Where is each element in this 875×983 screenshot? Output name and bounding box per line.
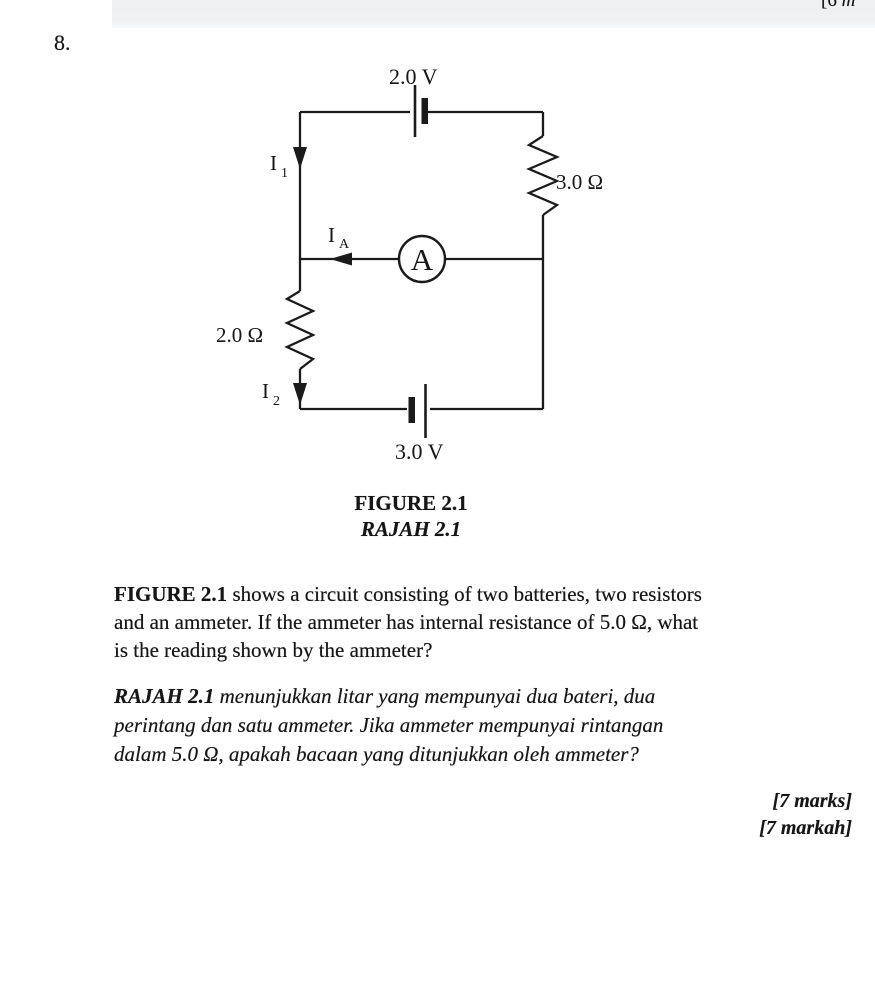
question-number: 8.	[54, 30, 71, 55]
current-i1-arrow	[293, 147, 307, 169]
current-ia-arrow	[330, 252, 352, 266]
ammeter-circle	[397, 234, 447, 284]
top-battery-short-plate	[421, 98, 428, 124]
ia-base: I	[328, 223, 335, 247]
bottom-battery-symbol	[408, 384, 427, 438]
previous-question-marks-fragment: [6 m	[821, 0, 855, 12]
marks-fragment-bracket: [6	[821, 0, 842, 11]
question-en-line2: and an ammeter. If the ammeter has inter…	[114, 610, 699, 634]
i1-base: I	[270, 151, 277, 175]
ia-subscript: A	[339, 237, 350, 252]
top-battery-voltage-label: 2.0 V	[389, 64, 438, 89]
marks-malay: [7 markah]	[759, 817, 852, 839]
i1-subscript: 1	[281, 166, 288, 181]
i2-base: I	[262, 379, 269, 403]
question-ms-line2: perintang dan satu ammeter. Jika ammeter…	[114, 713, 664, 737]
previous-question-scan-band	[112, 0, 875, 28]
current-i2-arrow	[293, 383, 307, 405]
question-ms-line1: RAJAH 2.1 menunjukkan litar yang mempuny…	[114, 682, 859, 711]
question-text-english: FIGURE 2.1 shows a circuit consisting of…	[114, 580, 859, 664]
ammeter-letter: A	[411, 242, 434, 277]
marks-allocation: [7 marks] [7 markah]	[759, 788, 852, 842]
marks-fragment-letter: m	[841, 0, 856, 11]
ammeter-symbol: A	[397, 234, 447, 284]
question-en-line3: is the reading shown by the ammeter?	[114, 638, 433, 662]
current-i1-label: I 1	[270, 151, 288, 181]
i2-subscript: 2	[273, 394, 280, 409]
current-ia-label: I A	[328, 223, 350, 252]
figure-caption: FIGURE 2.1 RAJAH 2.1	[261, 490, 561, 542]
bottom-battery-voltage-label: 3.0 V	[395, 439, 444, 464]
current-i2-label: I 2	[262, 379, 280, 409]
question-ms-figure-ref: RAJAH 2.1	[114, 684, 215, 708]
question-en-figure-ref: FIGURE 2.1	[114, 582, 228, 606]
figure-caption-ms: RAJAH 2.1	[360, 517, 462, 541]
top-battery-symbol	[413, 85, 428, 137]
marks-english: [7 marks]	[772, 790, 852, 812]
left-resistor-symbol	[284, 290, 316, 370]
circuit-diagram: A 2.0 V 3.0 Ω 2.0 Ω 3.0 V I 1 I A I 2	[216, 64, 603, 464]
bottom-battery-short-plate	[408, 397, 415, 423]
question-text-malay: RAJAH 2.1 menunjukkan litar yang mempuny…	[114, 682, 859, 769]
figure-caption-en: FIGURE 2.1	[354, 491, 468, 515]
question-en-line1-rest: shows a circuit consisting of two batter…	[227, 582, 702, 606]
right-resistor-symbol	[526, 135, 560, 216]
right-resistor-value-label: 3.0 Ω	[556, 170, 603, 194]
left-resistor-value-label: 2.0 Ω	[216, 323, 263, 347]
question-ms-line3: dalam 5.0 Ω, apakah bacaan yang ditunjuk…	[114, 742, 639, 766]
question-en-line1: FIGURE 2.1 shows a circuit consisting of…	[114, 580, 859, 608]
question-ms-line1-rest: menunjukkan litar yang mempunyai dua bat…	[214, 684, 656, 708]
